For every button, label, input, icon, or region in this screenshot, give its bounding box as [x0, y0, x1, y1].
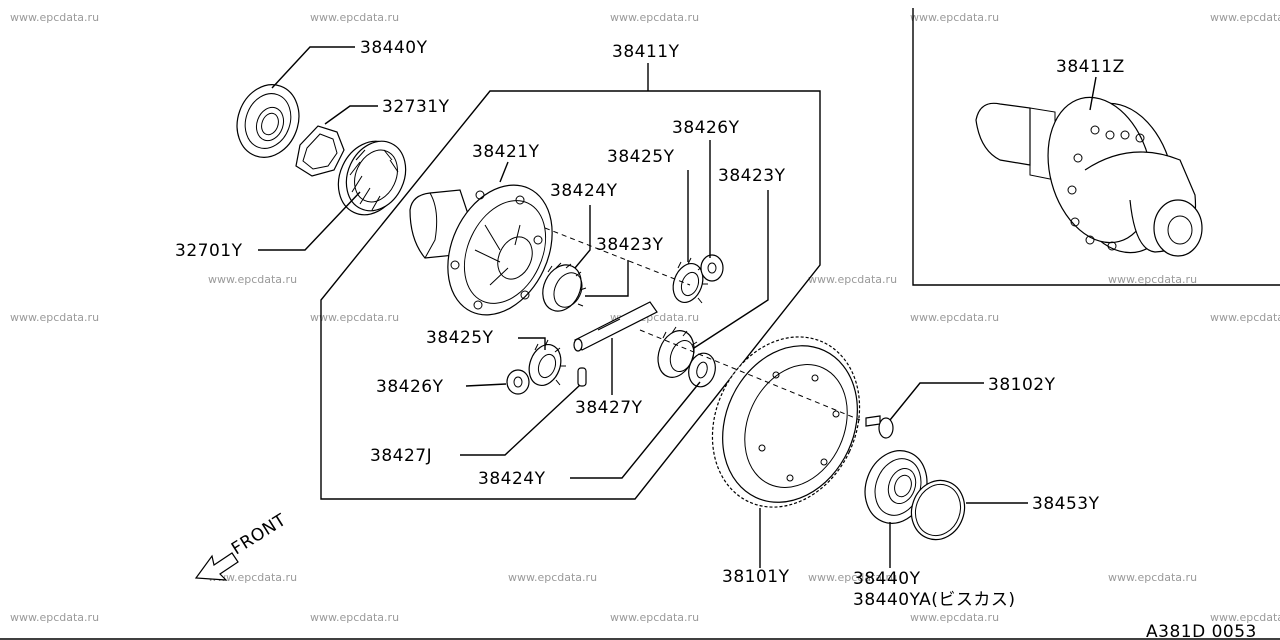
viscous-differential-unit — [975, 96, 1203, 257]
watermark: www.epcdata.ru — [10, 311, 99, 324]
part-label-32731Y: 32731Y — [382, 97, 450, 117]
lock-pin — [577, 367, 587, 387]
part-label-38440YA: 38440YA(ビスカス) — [853, 590, 1016, 610]
part-label-38411Z: 38411Z — [1056, 57, 1125, 77]
axis-line — [544, 227, 691, 286]
side-ring-gear — [337, 140, 407, 216]
watermark: www.epcdata.ru — [310, 611, 399, 624]
part-label-38427Y: 38427Y — [575, 398, 643, 418]
bearing-bottom — [864, 450, 928, 524]
pinion-shaft — [573, 301, 658, 352]
side-gear — [657, 326, 701, 380]
part-label-38424Y-top: 38424Y — [550, 181, 618, 201]
part-label-38411Y: 38411Y — [612, 42, 680, 62]
part-label-38426Y-left: 38426Y — [376, 377, 444, 397]
bearing-top — [236, 84, 300, 158]
part-label-38427J: 38427J — [370, 446, 432, 466]
watermark: www.epcdata.ru — [208, 571, 297, 584]
pinion-gear-top — [542, 262, 587, 312]
part-label-38440Y-top: 38440Y — [360, 38, 428, 58]
watermark: www.epcdata.ru — [910, 11, 999, 24]
watermark: www.epcdata.ru — [1210, 611, 1280, 624]
watermark: www.epcdata.ru — [10, 11, 99, 24]
diagram-code: A381D 0053 — [1146, 622, 1257, 640]
part-label-38101Y: 38101Y — [722, 567, 790, 587]
watermark: www.epcdata.ru — [310, 311, 399, 324]
watermark: www.epcdata.ru — [1210, 11, 1280, 24]
watermark: www.epcdata.ru — [610, 611, 699, 624]
watermark: www.epcdata.ru — [310, 11, 399, 24]
part-label-38453Y: 38453Y — [1032, 494, 1100, 514]
thrust-washer-top — [700, 254, 724, 282]
watermark: www.epcdata.ru — [808, 571, 897, 584]
part-label-38424Y-bottom: 38424Y — [478, 469, 546, 489]
pinion-gear-left — [528, 339, 566, 386]
part-label-38440Y-bottom: 38440Y — [853, 569, 921, 589]
leader-lines — [258, 46, 1097, 568]
thrust-washer-side — [688, 352, 716, 388]
front-label: FRONT — [228, 510, 290, 559]
ring-gear-bolt — [865, 415, 894, 439]
watermark: www.epcdata.ru — [1210, 311, 1280, 324]
watermark: www.epcdata.ru — [910, 311, 999, 324]
shim — [295, 125, 345, 177]
part-label-38425Y-top: 38425Y — [607, 147, 675, 167]
front-arrow-icon — [194, 552, 239, 581]
assembly-outline — [320, 90, 821, 500]
differential-case — [409, 184, 553, 316]
thrust-washer-left — [506, 369, 530, 395]
watermark: www.epcdata.ru — [1108, 273, 1197, 286]
watermark: www.epcdata.ru — [808, 273, 897, 286]
part-label-38425Y-left: 38425Y — [426, 328, 494, 348]
part-label-38423Y-mid: 38423Y — [596, 235, 664, 255]
part-label-38426Y-top: 38426Y — [672, 118, 740, 138]
part-label-38423Y-right: 38423Y — [718, 166, 786, 186]
inset-frame — [912, 8, 1280, 286]
watermark: www.epcdata.ru — [1108, 571, 1197, 584]
watermark: www.epcdata.ru — [10, 611, 99, 624]
watermark: www.epcdata.ru — [610, 11, 699, 24]
part-label-38102Y: 38102Y — [988, 375, 1056, 395]
watermark: www.epcdata.ru — [508, 571, 597, 584]
ring-gear — [711, 336, 861, 508]
part-label-32701Y: 32701Y — [175, 241, 243, 261]
watermark: www.epcdata.ru — [208, 273, 297, 286]
watermark-layer: www.epcdata.ru www.epcdata.ru www.epcdat… — [10, 11, 1280, 624]
part-label-38421Y: 38421Y — [472, 142, 540, 162]
snap-ring — [910, 479, 966, 541]
axis-line — [639, 329, 861, 421]
watermark: www.epcdata.ru — [910, 611, 999, 624]
